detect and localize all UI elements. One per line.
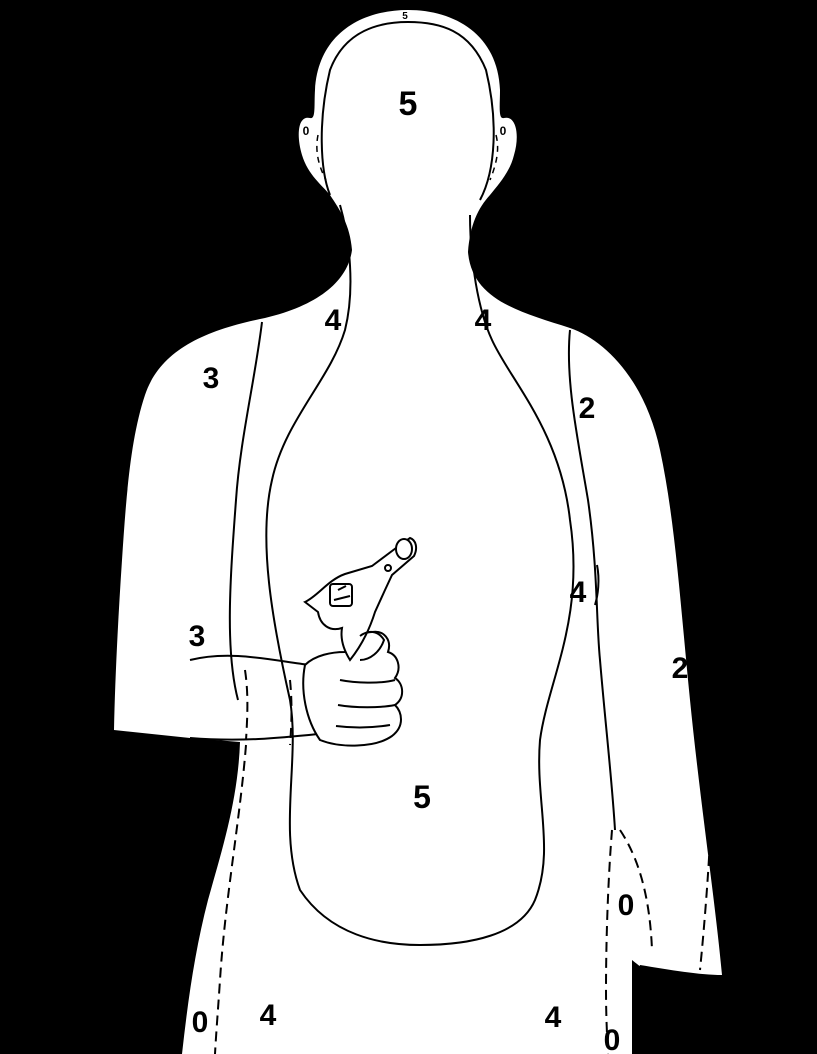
score-bottom-right: 4 (545, 1001, 562, 1034)
score-head: 5 (399, 85, 418, 123)
score-bottom-left: 4 (260, 999, 277, 1032)
score-bottom-left-outer: 0 (192, 1006, 209, 1039)
score-bottom-right-inner: 0 (604, 1024, 621, 1054)
score-neck-left: 4 (325, 304, 342, 337)
score-shoulder-right: 2 (579, 392, 596, 425)
score-head-top: 5 (402, 11, 408, 22)
score-arm-right: 2 (672, 652, 689, 685)
score-neck-right: 4 (475, 304, 492, 337)
score-bottom-right-outer: 2 (655, 999, 672, 1032)
score-chest-right: 4 (570, 576, 587, 609)
score-ear-right: 0 (500, 124, 507, 138)
score-hip-right: 0 (618, 889, 635, 922)
score-arm-left: 3 (189, 620, 206, 653)
score-center-mass: 5 (413, 779, 431, 815)
score-shoulder-left: 3 (203, 362, 220, 395)
score-ear-left: 0 (303, 124, 310, 138)
